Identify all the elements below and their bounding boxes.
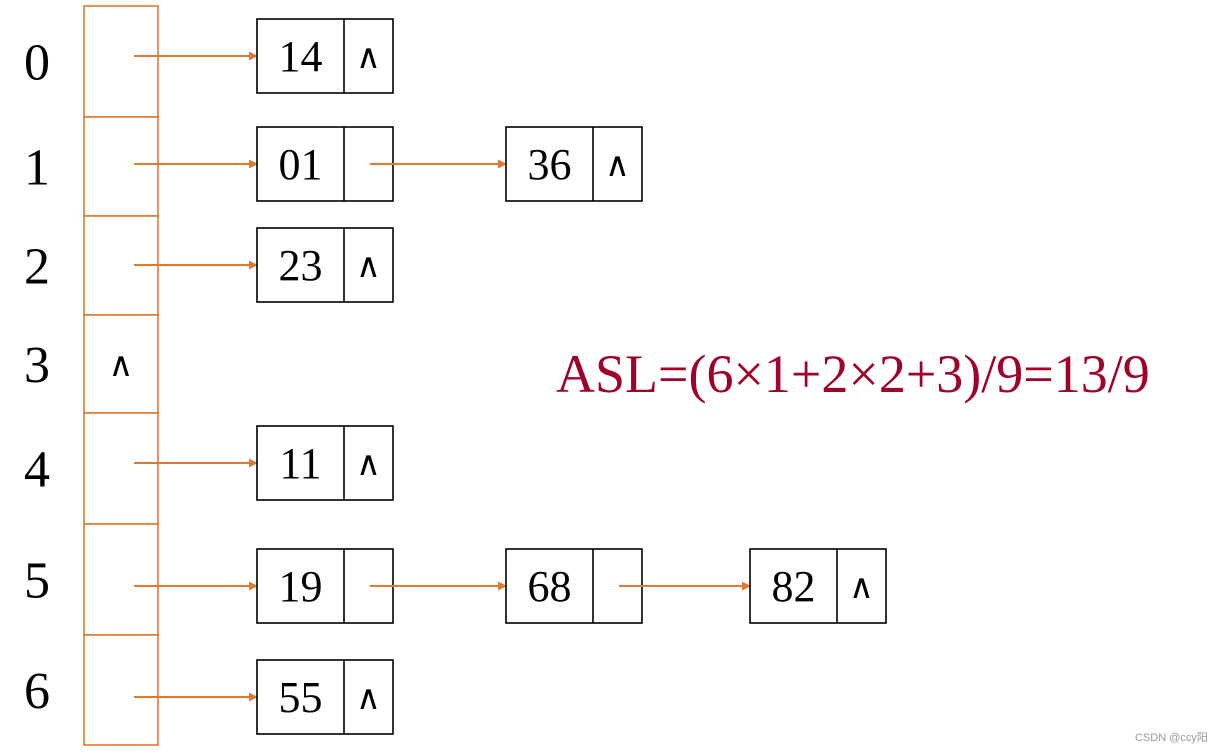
list-node: 82 ∧: [749, 548, 887, 624]
bucket-cell: [83, 314, 159, 414]
list-node: 36 ∧: [505, 126, 643, 202]
null-pointer-symbol: ∧: [356, 37, 381, 77]
list-node: 11 ∧: [256, 425, 394, 501]
node-box: [749, 548, 887, 624]
null-pointer-symbol: ∧: [356, 246, 381, 286]
bucket-cell: [83, 634, 159, 746]
asl-formula: ASL=(6×1+2×2+3)/9=13/9: [556, 344, 1150, 404]
node-box: [256, 659, 394, 735]
null-pointer-symbol: ∧: [356, 444, 381, 484]
node-key: 68: [528, 562, 572, 611]
list-node: 23 ∧: [256, 227, 394, 303]
bucket-index-label: 0: [24, 35, 50, 92]
node-box: [256, 425, 394, 501]
bucket-index-label: 4: [24, 442, 50, 499]
null-pointer-symbol: ∧: [849, 567, 874, 607]
bucket-cell: [83, 116, 159, 217]
list-node: 55 ∧: [256, 659, 394, 735]
node-key: 55: [279, 673, 323, 722]
hash-table-array: 0 1 2 3 ∧ 4 5 6: [24, 5, 159, 746]
bucket-index-label: 6: [24, 663, 50, 720]
node-key: 14: [279, 32, 323, 81]
bucket-index-label: 3: [24, 337, 50, 394]
list-node: 68: [505, 548, 643, 624]
bucket-index-label: 1: [24, 140, 50, 197]
node-key: 36: [528, 140, 572, 189]
bucket-cell: [83, 5, 159, 118]
watermark-credit: CSDN @ccy阳: [1135, 731, 1208, 744]
null-pointer-symbol: ∧: [356, 678, 381, 718]
list-node: 14 ∧: [256, 18, 394, 94]
bucket-cell: [83, 523, 159, 636]
bucket-cell: [83, 412, 159, 525]
node-key: 11: [279, 439, 321, 488]
node-box: [505, 126, 643, 202]
node-key: 19: [279, 562, 323, 611]
node-box: [256, 18, 394, 94]
node-key: 82: [772, 562, 816, 611]
node-box: [256, 227, 394, 303]
collision-chains: 14 ∧ 01 36 ∧ 23 ∧ 11 ∧ 19 68 82 ∧ 55 ∧: [134, 18, 887, 735]
node-key: 01: [279, 140, 323, 189]
null-pointer-symbol: ∧: [109, 345, 134, 385]
bucket-index-label: 5: [24, 553, 50, 610]
node-key: 23: [279, 241, 323, 290]
null-pointer-symbol: ∧: [605, 145, 630, 185]
bucket-index-label: 2: [24, 239, 50, 296]
